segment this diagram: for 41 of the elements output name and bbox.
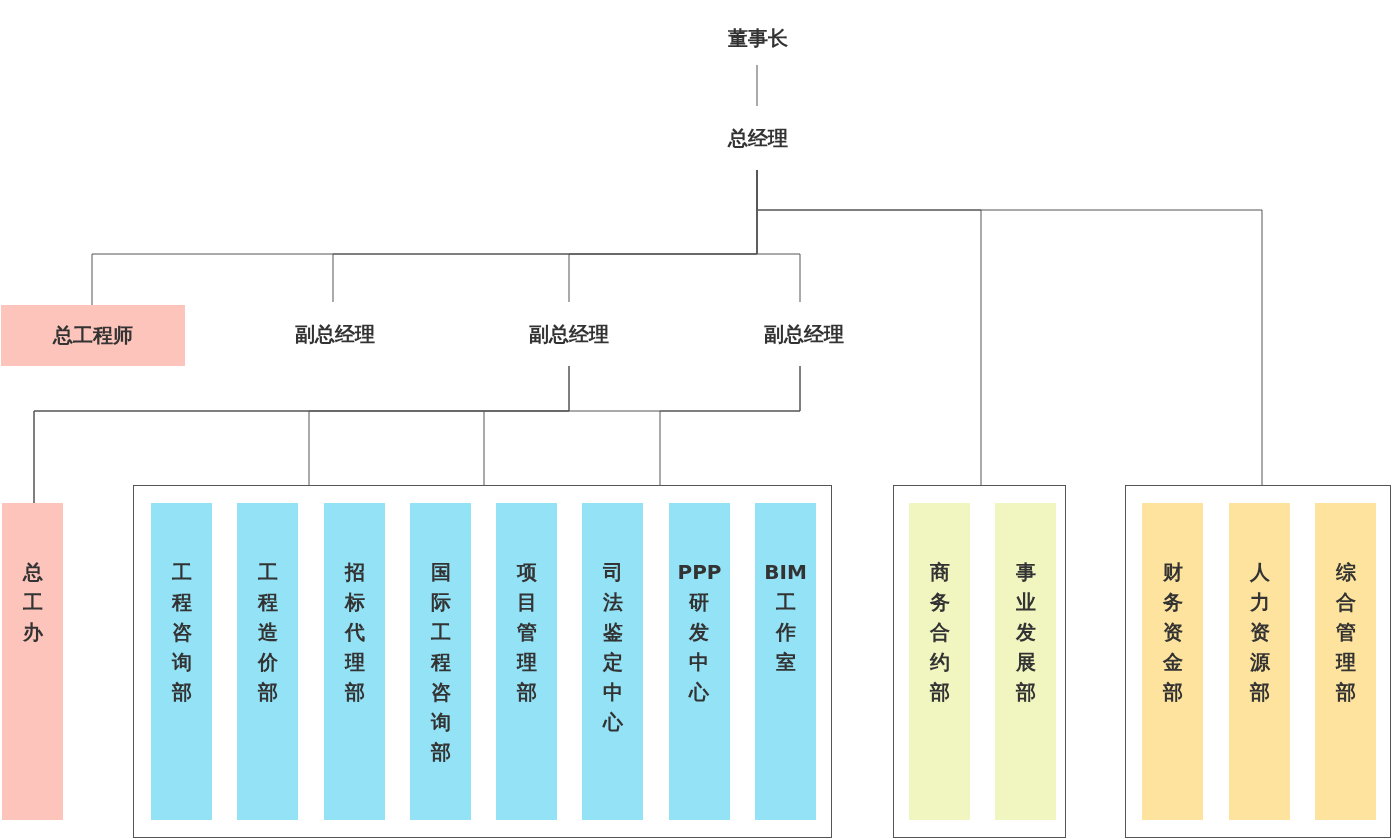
department-box bbox=[1, 305, 185, 366]
position-label: 总经理 bbox=[728, 124, 788, 152]
department-box bbox=[909, 503, 970, 820]
department-box bbox=[755, 503, 816, 820]
group-frame bbox=[133, 485, 832, 838]
position-label: 董事长 bbox=[728, 25, 788, 52]
position-label: 副总经理 bbox=[529, 320, 609, 348]
vertical-label: 工程造价部 bbox=[257, 559, 278, 706]
vertical-label: 项目管理部 bbox=[516, 559, 537, 706]
vertical-label: 财务资金部 bbox=[1162, 559, 1183, 706]
department-box bbox=[237, 503, 298, 820]
vertical-label: 商务合约部 bbox=[929, 559, 950, 706]
group-frame bbox=[1125, 485, 1391, 838]
department-box bbox=[1229, 503, 1290, 820]
vertical-label: 司法鉴定中心 bbox=[602, 559, 623, 736]
vertical-label: 事业发展部 bbox=[1015, 559, 1036, 706]
department-box bbox=[1142, 503, 1203, 820]
vertical-label: 工程咨询部 bbox=[171, 559, 192, 706]
connector-line bbox=[756, 64, 758, 107]
department-box bbox=[669, 503, 730, 820]
connector-line bbox=[308, 365, 570, 486]
department-box bbox=[1315, 503, 1376, 820]
vertical-label: PPP研发中心 bbox=[677, 559, 722, 706]
vertical-label: 招标代理部 bbox=[344, 559, 365, 706]
vertical-label: 人力资源部 bbox=[1249, 559, 1270, 706]
vertical-label: BIM工作室 bbox=[764, 559, 807, 676]
connector-line bbox=[659, 365, 801, 486]
department-box bbox=[410, 503, 471, 820]
department-box bbox=[995, 503, 1056, 820]
department-box bbox=[2, 503, 63, 820]
group-frame bbox=[893, 485, 1066, 838]
department-box bbox=[582, 503, 643, 820]
position-label: 副总经理 bbox=[295, 320, 375, 348]
department-box bbox=[324, 503, 385, 820]
vertical-label: 总工办 bbox=[22, 559, 43, 646]
department-box bbox=[496, 503, 557, 820]
department-box bbox=[151, 503, 212, 820]
position-label: 副总经理 bbox=[764, 320, 844, 348]
vertical-label: 国际工程咨询部 bbox=[430, 559, 451, 766]
vertical-label: 综合管理部 bbox=[1335, 559, 1356, 706]
box-label: 总工程师 bbox=[53, 322, 133, 349]
